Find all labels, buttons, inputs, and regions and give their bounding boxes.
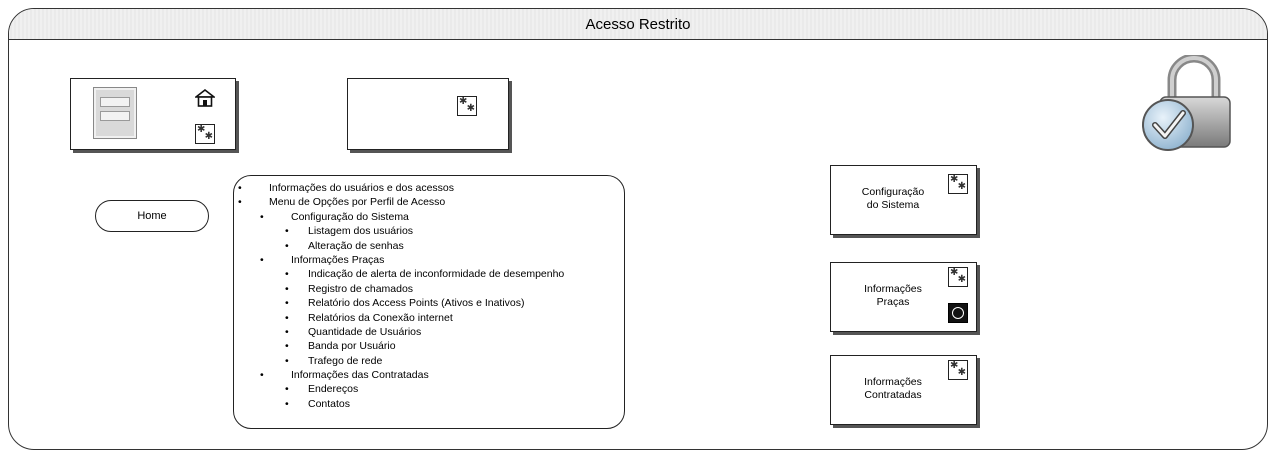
config-system-label-line2: do Sistema: [866, 199, 920, 211]
menu-item: • Menu de Opções por Perfil de Acesso: [238, 195, 628, 209]
menu-item: • Informações Praças: [238, 253, 628, 267]
info-pracas-label: Informações Praças: [843, 283, 943, 309]
bullet-icon: •: [285, 239, 289, 252]
bullet-icon: •: [285, 311, 289, 324]
menu-item-label: Listagem dos usuários: [308, 225, 414, 238]
image-placeholder-icon: ✱✱: [948, 360, 968, 380]
info-contratadas-label-line2: Contratadas: [864, 389, 922, 401]
form-icon: [93, 87, 137, 139]
bullet-icon: •: [285, 383, 289, 396]
info-pracas-label-line2: Praças: [876, 296, 910, 308]
menu-item-label: Relatório dos Access Points (Ativos e In…: [308, 297, 525, 310]
menu-list: • Informações do usuários e dos acessos • M…: [238, 181, 628, 411]
menu-item: • Informações das Contratadas: [238, 368, 628, 382]
home-button[interactable]: Home: [95, 200, 209, 232]
menu-item-label: Trafego de rede: [308, 354, 383, 367]
info-contratadas-label-line1: Informações: [864, 376, 922, 388]
menu-item-label: Informações Praças: [291, 253, 385, 266]
menu-item: • Relatórios da Conexão internet: [238, 311, 628, 325]
info-contratadas-box[interactable]: Informações Contratadas ✱✱: [830, 355, 977, 425]
info-pracas-box[interactable]: Informações Praças ✱✱: [830, 262, 977, 332]
menu-item: • Endereços: [238, 382, 628, 396]
bullet-icon: •: [260, 369, 264, 382]
bullet-icon: •: [238, 196, 242, 209]
bullet-icon: •: [285, 297, 289, 310]
frame-header: Acesso Restrito: [9, 9, 1267, 40]
menu-item: • Banda por Usuário: [238, 339, 628, 353]
menu-item: • Relatório dos Access Points (Ativos e I…: [238, 296, 628, 310]
config-system-box[interactable]: Configuração do Sistema ✱✱: [830, 165, 977, 235]
menu-item-label: Quantidade de Usuários: [308, 325, 422, 338]
image-placeholder-icon: ✱✱: [948, 267, 968, 287]
bullet-icon: •: [285, 325, 289, 338]
menu-item: • Indicação de alerta de inconformidade d…: [238, 267, 628, 281]
menu-item: • Alteração de senhas: [238, 239, 628, 253]
bullet-icon: •: [260, 253, 264, 266]
menu-item-label: Configuração do Sistema: [291, 210, 409, 223]
menu-item-label: Informações das Contratadas: [291, 369, 429, 382]
menu-item: • Registro de chamados: [238, 282, 628, 296]
form-field-icon: [100, 97, 130, 107]
menu-item: • Quantidade de Usuários: [238, 325, 628, 339]
menu-options-box: • Informações do usuários e dos acessos • M…: [233, 175, 625, 429]
menu-item-label: Informações do usuários e dos acessos: [269, 182, 455, 194]
bullet-icon: •: [238, 182, 242, 194]
menu-item-label: Indicação de alerta de inconformidade de…: [308, 268, 565, 281]
wifi-icon: [948, 303, 968, 323]
menu-item-label: Alteração de senhas: [308, 239, 404, 252]
menu-item: • Configuração do Sistema: [238, 210, 628, 224]
page-title: Acesso Restrito: [585, 16, 691, 33]
bullet-icon: •: [285, 268, 289, 281]
menu-item-label: Banda por Usuário: [308, 340, 396, 353]
restricted-access-frame: Acesso Restrito: [8, 8, 1268, 450]
image-placeholder-icon: ✱✱: [948, 174, 968, 194]
config-system-label: Configuração do Sistema: [843, 186, 943, 212]
bullet-icon: •: [285, 225, 289, 238]
bullet-icon: •: [260, 210, 264, 223]
bullet-icon: •: [285, 354, 289, 367]
info-pracas-label-line1: Informações: [864, 283, 922, 295]
form-field-icon: [100, 111, 130, 121]
image-placeholder-icon: ✱✱: [457, 96, 477, 116]
menu-item-label: Registro de chamados: [308, 282, 414, 295]
menu-item: • Contatos: [238, 397, 628, 411]
menu-item: • Listagem dos usuários: [238, 224, 628, 238]
main-menu-page-box[interactable]: ✱✱: [347, 78, 509, 150]
bullet-icon: •: [285, 282, 289, 295]
home-icon[interactable]: [193, 88, 217, 107]
config-system-label-line1: Configuração: [861, 186, 925, 198]
login-page-box[interactable]: ✱✱: [70, 78, 236, 150]
bullet-icon: •: [285, 397, 289, 410]
menu-item-label: Relatórios da Conexão internet: [308, 311, 453, 324]
home-button-label: Home: [137, 210, 167, 222]
menu-item-label: Menu de Opções por Perfil de Acesso: [269, 196, 446, 209]
image-placeholder-icon: ✱✱: [195, 124, 215, 144]
menu-item-label: Contatos: [308, 397, 351, 410]
menu-item: • Informações do usuários e dos acessos: [238, 181, 628, 195]
info-contratadas-label: Informações Contratadas: [843, 376, 943, 402]
bullet-icon: •: [285, 340, 289, 353]
menu-item-label: Endereços: [308, 383, 359, 396]
menu-item: • Trafego de rede: [238, 354, 628, 368]
lock-check-icon: [1132, 53, 1242, 155]
